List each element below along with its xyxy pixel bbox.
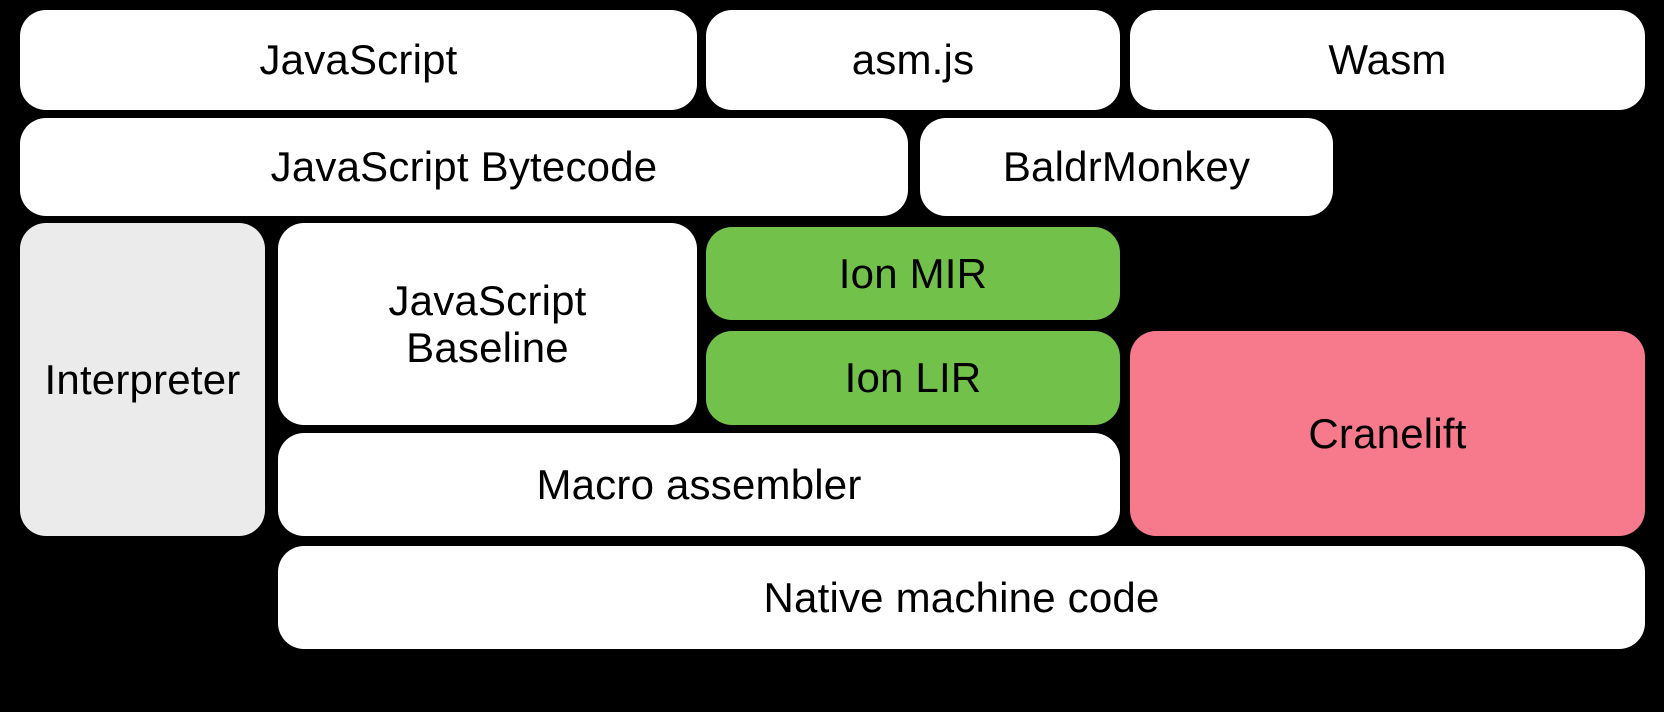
node-label-macro-assembler: Macro assembler: [536, 460, 862, 508]
node-label-native-machine-code: Native machine code: [763, 573, 1160, 621]
node-ion-lir: Ion LIR: [706, 331, 1120, 425]
node-javascript-baseline: JavaScript Baseline: [278, 223, 697, 425]
node-ion-mir: Ion MIR: [706, 227, 1120, 320]
node-label-interpreter: Interpreter: [44, 355, 241, 403]
node-javascript: JavaScript: [20, 10, 697, 110]
node-wasm: Wasm: [1130, 10, 1645, 110]
node-label-asm-js: asm.js: [851, 36, 975, 84]
node-label-ion-mir: Ion MIR: [838, 249, 988, 297]
node-interpreter: Interpreter: [20, 223, 265, 536]
node-cranelift: Cranelift: [1130, 331, 1645, 536]
node-label-javascript-baseline: JavaScript Baseline: [388, 276, 587, 371]
node-native-machine-code: Native machine code: [278, 546, 1645, 649]
node-asm-js: asm.js: [706, 10, 1120, 110]
node-label-ion-lir: Ion LIR: [844, 354, 982, 402]
node-label-wasm: Wasm: [1328, 36, 1447, 84]
node-macro-assembler: Macro assembler: [278, 433, 1120, 536]
node-label-baldrmonkey: BaldrMonkey: [1002, 143, 1251, 191]
node-label-cranelift: Cranelift: [1308, 409, 1467, 457]
node-javascript-bytecode: JavaScript Bytecode: [20, 118, 908, 216]
node-baldrmonkey: BaldrMonkey: [920, 118, 1333, 216]
node-label-javascript: JavaScript: [259, 36, 458, 84]
node-label-javascript-bytecode: JavaScript Bytecode: [270, 143, 658, 191]
